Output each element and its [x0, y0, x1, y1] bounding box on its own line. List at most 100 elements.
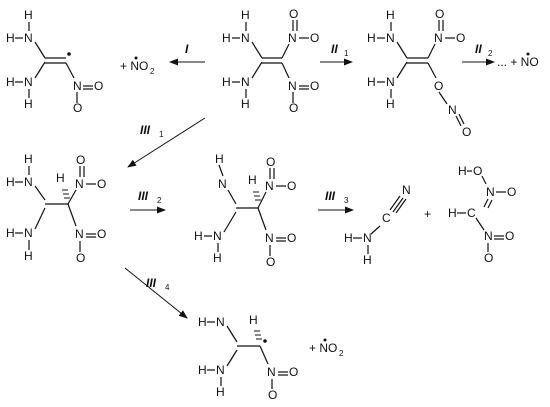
- no2-label: + NO: [120, 59, 148, 73]
- atom-n: N: [213, 229, 222, 243]
- no-product-ii2: ... + NO: [497, 52, 539, 69]
- atom-n: N: [24, 175, 33, 189]
- atom-o: O: [94, 79, 103, 93]
- atom-n: N: [241, 75, 250, 89]
- atom-n: N: [265, 179, 274, 193]
- atom-h: H: [194, 229, 203, 243]
- atom-h: H: [198, 363, 207, 377]
- atom-o: O: [507, 185, 516, 199]
- label-path-iii2: III: [138, 189, 149, 203]
- atom-n: N: [73, 79, 82, 93]
- atom-h: H: [249, 313, 258, 327]
- atom-h: H: [216, 385, 225, 399]
- radical-dot: [323, 338, 327, 342]
- atom-o: O: [97, 227, 106, 241]
- atom-o: O: [289, 101, 298, 115]
- atom-n: N: [448, 103, 457, 117]
- radical-product-i: H N H H N H N O O: [6, 8, 103, 115]
- atom-h: H: [213, 251, 222, 265]
- atom-c: C: [382, 211, 391, 225]
- atom-o: O: [266, 255, 275, 269]
- plus-sign: +: [424, 207, 431, 221]
- atom-o: O: [435, 7, 444, 21]
- atom-n: N: [484, 229, 493, 243]
- atom-o: O: [310, 79, 319, 93]
- atom-o: O: [76, 251, 85, 265]
- atom-o: O: [456, 31, 465, 45]
- no2-subscript: 2: [339, 349, 344, 358]
- atom-h: H: [241, 8, 250, 22]
- label-path-ii2-sub: 2: [488, 49, 493, 58]
- atom-o: O: [287, 179, 296, 193]
- atom-o: O: [289, 7, 298, 21]
- atom-o: O: [310, 31, 319, 45]
- atom-n: N: [24, 31, 33, 45]
- no2-product-iii4: + NO 2: [309, 338, 344, 358]
- atom-o: O: [73, 101, 82, 115]
- rearranged-intermediate: H N H N H H N O O N O O: [194, 152, 296, 269]
- atom-h: H: [386, 97, 395, 111]
- label-path-i: I: [185, 42, 189, 56]
- atom-h: H: [6, 175, 15, 189]
- atom-n: N: [402, 183, 411, 197]
- radical-dot: [134, 56, 138, 60]
- no2-product-i: + NO 2: [120, 56, 155, 76]
- arrow-path-iii3: III 3: [318, 189, 354, 214]
- atom-o: O: [289, 365, 298, 379]
- fox7-molecule: H N H H N H N O O N O O: [222, 7, 319, 115]
- radical-dot: [67, 52, 71, 56]
- atom-n: N: [75, 227, 84, 241]
- atom-o: O: [473, 164, 482, 178]
- atom-h: H: [6, 75, 15, 89]
- no2-subscript: 2: [150, 67, 155, 76]
- label-path-iii1-sub: 1: [159, 130, 164, 139]
- atom-h: H: [458, 164, 467, 178]
- label-path-ii1: II: [331, 42, 338, 56]
- label-path-iii4: III: [146, 276, 157, 290]
- atom-h: H: [198, 315, 207, 329]
- atom-n: N: [386, 75, 395, 89]
- atom-o: O: [266, 155, 275, 169]
- atom-h: H: [448, 206, 457, 220]
- atom-o: O: [97, 177, 106, 191]
- atom-n: N: [288, 79, 297, 93]
- no-label: ... + NO: [497, 55, 539, 69]
- label-path-iii2-sub: 2: [157, 196, 162, 205]
- atom-h: H: [56, 171, 65, 185]
- atom-o: O: [287, 231, 296, 245]
- atom-h: H: [367, 75, 376, 89]
- atom-h: H: [344, 231, 353, 245]
- atom-h: H: [24, 152, 33, 166]
- atom-h: H: [248, 173, 257, 187]
- label-path-iii4-sub: 4: [165, 283, 170, 292]
- atom-h: H: [24, 8, 33, 22]
- radical-dot: [526, 52, 530, 56]
- atom-o: O: [434, 79, 443, 93]
- radical-product-iii4: H N H N H H N O O: [198, 313, 298, 402]
- atom-h: H: [215, 152, 224, 166]
- arrow-path-iii1: III 1: [127, 117, 206, 168]
- atom-h: H: [386, 8, 395, 22]
- atom-n: N: [434, 31, 443, 45]
- label-path-iii3-sub: 3: [344, 196, 349, 205]
- atom-h: H: [6, 226, 15, 240]
- atom-o: O: [484, 251, 493, 265]
- atom-n: N: [267, 365, 276, 379]
- radical-dot: [263, 339, 267, 343]
- atom-n: N: [216, 315, 225, 329]
- atom-o: O: [76, 153, 85, 167]
- atom-n: N: [288, 31, 297, 45]
- atom-n: N: [218, 177, 227, 191]
- atom-h: H: [367, 31, 376, 45]
- atom-n: N: [241, 31, 250, 45]
- atom-h: H: [222, 31, 231, 45]
- aci-nitro-product: H O N O H C N O O: [448, 164, 516, 265]
- arrow-path-ii2: II 2: [462, 42, 495, 66]
- h-adduct: H N H H N H H N O O N O O: [6, 152, 106, 265]
- label-path-ii2: II: [475, 42, 482, 56]
- arrow-path-iii2: III 2: [130, 189, 166, 214]
- label-path-iii1: III: [140, 123, 151, 137]
- atom-h: H: [24, 97, 33, 111]
- atom-n: N: [24, 226, 33, 240]
